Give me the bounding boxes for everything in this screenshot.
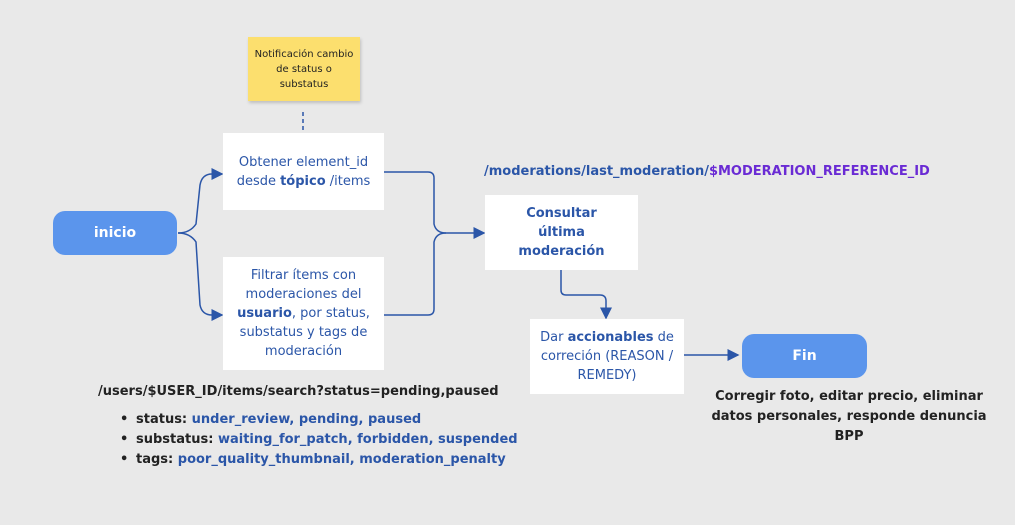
obtener-line2: desde tópico /items bbox=[236, 173, 371, 189]
moderation-param: $MODERATION_REFERENCE_ID bbox=[708, 164, 930, 179]
edge-filtrar-consultar bbox=[384, 232, 447, 316]
filter-item-tags: •tags: poor_quality_thumbnail, moderatio… bbox=[120, 452, 506, 467]
search-endpoint: /users/$USER_ID/items/search?status=pend… bbox=[98, 384, 499, 399]
edge-inicio-obtener bbox=[177, 168, 224, 234]
filtrar-line4: substatus y tags de bbox=[239, 325, 368, 340]
fin-note-line3: BPP bbox=[834, 429, 864, 444]
accionables-line3: REMEDY) bbox=[577, 368, 637, 383]
filtrar-line3: usuario, por status, bbox=[237, 306, 370, 321]
fin-note-line2: datos personales, responde denuncia bbox=[711, 409, 987, 424]
filtrar-line1: Filtrar ítems con bbox=[250, 268, 357, 283]
edge-obtener-consultar bbox=[384, 171, 486, 239]
edge-inicio-filtrar bbox=[177, 232, 224, 321]
moderation-endpoint: /moderations/last_moderation/$MODERATION… bbox=[484, 164, 930, 179]
inicio-node: inicio bbox=[53, 211, 177, 255]
obtener-node: Obtener element_id desde tópico /items bbox=[223, 133, 384, 210]
filtrar-line5: moderación bbox=[264, 344, 343, 359]
consultar-line2: última moderación bbox=[518, 225, 605, 259]
edge-consultar-accionables bbox=[560, 270, 612, 320]
fin-label: Fin bbox=[792, 348, 817, 364]
filter-item-substatus: •substatus: waiting_for_patch, forbidden… bbox=[120, 432, 518, 447]
fin-node: Fin bbox=[742, 334, 867, 378]
sticky-note: Notificación cambio de status o substatu… bbox=[248, 37, 360, 101]
filtrar-line2: moderaciones del bbox=[245, 287, 362, 302]
obtener-line1: Obtener element_id bbox=[238, 154, 369, 170]
search-path: /users/$USER_ID/items/search?status=pend… bbox=[98, 384, 499, 399]
filter-item-status: •status: under_review, pending, paused bbox=[120, 412, 422, 427]
filtrar-node: Filtrar ítems con moderaciones del usuar… bbox=[223, 257, 384, 370]
consultar-node: Consultar última moderación bbox=[485, 195, 638, 270]
inicio-label: inicio bbox=[93, 225, 137, 241]
consultar-line1: Consultar bbox=[526, 206, 597, 221]
moderation-path: /moderations/last_moderation/ bbox=[484, 164, 709, 179]
sticky-note-text: Notificación cambio de status o substatu… bbox=[254, 48, 354, 90]
accionables-line1: Dar accionables de bbox=[540, 330, 674, 345]
fin-note-line1: Corregir foto, editar precio, eliminar bbox=[715, 389, 983, 404]
accionables-node: Dar accionables de correción (REASON / R… bbox=[530, 319, 684, 394]
filter-list: •status: under_review, pending, paused •… bbox=[120, 412, 518, 472]
fin-note: Corregir foto, editar precio, eliminar d… bbox=[710, 387, 988, 447]
accionables-line2: correción (REASON / bbox=[540, 349, 674, 364]
